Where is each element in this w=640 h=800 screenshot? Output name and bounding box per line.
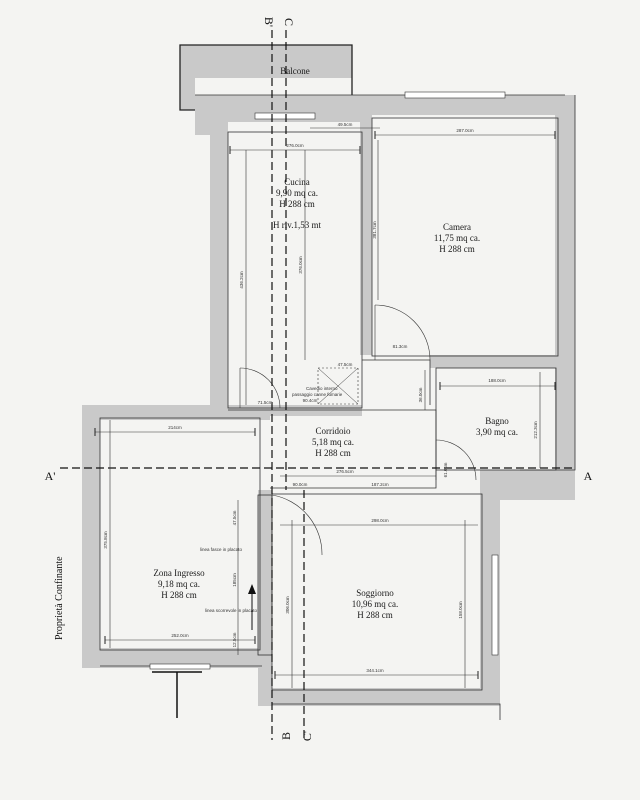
dim-label: 276.5cm xyxy=(336,469,354,474)
camera-window xyxy=(404,91,506,99)
soggiorno-label: Soggiorno xyxy=(356,588,394,598)
dim-label: 376.0cm xyxy=(298,256,303,274)
bagno-label: Bagno xyxy=(485,416,509,426)
dim-label: 36.0cm xyxy=(418,387,423,402)
cucina-extra: H riv.1,53 mt xyxy=(273,220,321,230)
windows xyxy=(149,91,506,670)
section-a-right-label: A xyxy=(584,469,593,483)
cavedio xyxy=(317,367,359,405)
dim-label: 212.3cm xyxy=(533,421,538,439)
dim-label: 276.0cm xyxy=(286,143,304,148)
corridoio-area: 5,18 mq ca. xyxy=(312,437,354,447)
soggiorno-area: 10,96 mq ca. xyxy=(352,599,399,609)
dim-label: 287.0cm xyxy=(456,128,474,133)
entrance-arrow xyxy=(152,671,202,718)
bagno-area: 3,90 mq ca. xyxy=(476,427,518,437)
corridoio-label: Corridoio xyxy=(316,426,351,436)
dim-label: 214cm xyxy=(168,425,182,430)
dim-label: 71.5cm xyxy=(258,400,273,405)
cucina-label: Cucina xyxy=(284,177,310,187)
dim-label: 61.0cm xyxy=(443,462,448,477)
stair-arrow xyxy=(248,584,256,630)
corridoio-height: H 288 cm xyxy=(315,448,351,458)
camera-outline xyxy=(371,117,559,357)
kitchen-window xyxy=(254,112,316,120)
cucina-height: H 288 cm xyxy=(279,199,315,209)
ingresso-label: Zona Ingresso xyxy=(153,568,205,578)
dim-label: 49.5cm xyxy=(338,122,353,127)
dim-label: 306.0cm xyxy=(285,596,290,614)
dim-label: 381.7cm xyxy=(372,221,377,239)
section-b-top-label: B' xyxy=(262,17,276,27)
section-lines xyxy=(60,30,575,740)
dimension-labels: 276.0cm 49.5cm 287.0cm 436.2cm 376.0cm 3… xyxy=(103,122,538,673)
camera-area: 11,75 mq ca. xyxy=(434,233,480,243)
bagno-door-arc xyxy=(435,439,477,481)
balcone-label: Balcone xyxy=(280,66,310,76)
cucina-area: 9,90 mq ca. xyxy=(276,188,318,198)
ingresso-area: 9,18 mq ca. xyxy=(158,579,200,589)
dim-label: 298.0cm xyxy=(371,518,389,523)
wall-outlines xyxy=(99,94,576,720)
dim-label: 47.5cm xyxy=(232,510,237,525)
ingresso-outline xyxy=(99,417,261,651)
section-b-bottom-label: B xyxy=(279,732,293,740)
dim-label: 12.5cm xyxy=(232,632,237,647)
fasci-note: linea fasce in placato xyxy=(200,547,243,552)
dim-label: 47.5cm xyxy=(338,362,353,367)
soggiorno-height: H 288 cm xyxy=(357,610,393,620)
dim-label: 436.2cm xyxy=(239,271,244,289)
dimension-lines xyxy=(94,127,556,688)
soggiorno-window xyxy=(491,554,499,656)
ingresso-door xyxy=(149,663,211,670)
dim-label: 158.0cm xyxy=(458,601,463,619)
dim-label: 375.8cm xyxy=(103,531,108,549)
dim-label: 252.0cm xyxy=(171,633,189,638)
dim-label: 188.0cm xyxy=(488,378,506,383)
scorrevole-note: linea scorrevole in placato xyxy=(205,608,258,613)
camera-label: Camera xyxy=(443,222,471,232)
camera-door-arc xyxy=(374,304,431,361)
cavedio-note: Cavedio interno xyxy=(306,386,338,391)
section-c-bottom-label: C' xyxy=(300,731,314,741)
dim-label: 187.2cm xyxy=(371,482,389,487)
outer-walls xyxy=(82,44,575,706)
dim-label: 81.3cm xyxy=(393,344,408,349)
canne-note: passaggio canne fumarie xyxy=(292,392,343,397)
doors xyxy=(239,304,477,556)
dim-label: 185cm xyxy=(232,573,237,587)
dim-label: 90.4cm xyxy=(303,398,318,403)
section-c-top-label: C xyxy=(282,18,296,26)
ingresso-height: H 288 cm xyxy=(161,590,197,600)
soggiorno-door-arc xyxy=(271,494,323,556)
dim-label: 344.1cm xyxy=(366,668,384,673)
section-a-left-label: A' xyxy=(45,469,56,483)
side-label: Proprietà Confinante xyxy=(54,556,65,640)
camera-height: H 288 cm xyxy=(439,244,475,254)
kitchen-door-arc xyxy=(239,367,281,409)
kitchen-outline xyxy=(227,131,363,409)
dim-label: 90.0cm xyxy=(293,482,308,487)
